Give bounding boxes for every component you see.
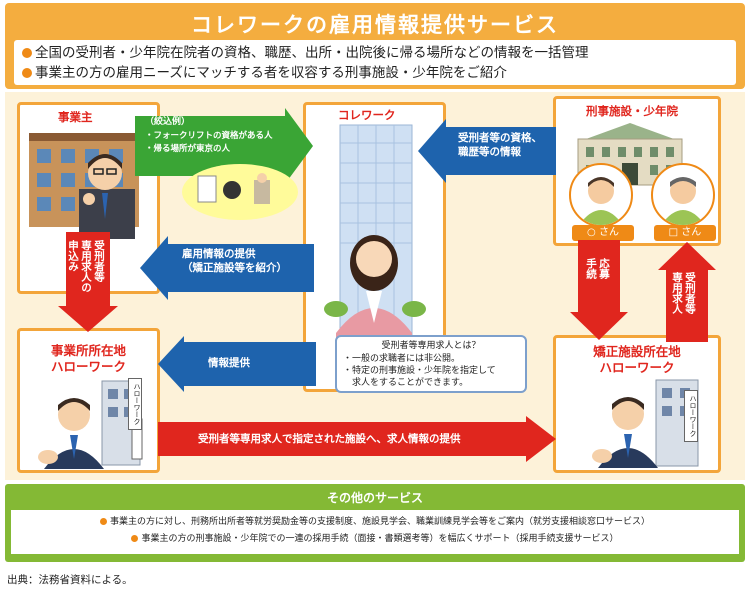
- apply-job-label: 受刑者等専用求人の申込み: [67, 240, 105, 293]
- page-title: コレワークの雇用情報提供サービス: [191, 13, 559, 37]
- employment-info-label: 雇用情報の提供 （矯正施設等を紹介）: [182, 248, 287, 274]
- other-service-item: 事業主の方に対し、刑務所出所者等就労奨励金等の支援制度、施設見学会、職業訓練見学…: [17, 514, 733, 531]
- employer-label: 事業主: [58, 110, 93, 124]
- job-info-provide-label: 受刑者等専用求人で指定された施設へ、求人情報の提供: [198, 433, 461, 445]
- search-criteria-arrow: [135, 108, 313, 184]
- inmate-person-icon: [579, 177, 623, 225]
- inmate-portrait-1: [569, 163, 633, 227]
- inmate-portrait-2: [651, 163, 715, 227]
- other-service-item: 事業主の方の刑事施設・少年院での一連の採用手続（面接・書類選考等）を幅広くサポー…: [17, 531, 733, 548]
- bullet-dot-icon: [22, 68, 32, 78]
- office-building-icon: [29, 133, 139, 239]
- info-box-item: 求人をすることができます。: [343, 378, 469, 388]
- inmate-info-arrow: [418, 119, 556, 183]
- example-title: （絞込例）: [145, 117, 191, 127]
- corrework-label: コレワーク: [338, 108, 396, 122]
- example-item: ・帰る場所が東京の人: [145, 144, 231, 154]
- other-services-title: その他のサービス: [326, 491, 423, 505]
- bullet-dot-icon: [99, 518, 107, 525]
- summary-bullet: 事業主の方の雇用ニーズにマッチする者を収容する刑事施設・少年院をご紹介: [22, 63, 728, 83]
- info-box-item: ・特定の刑事施設・少年院を指定して: [343, 366, 496, 376]
- hellowork-local-label: 事業所所在地 ハローワーク: [50, 343, 126, 374]
- dedicated-job-arrow: [658, 242, 716, 342]
- hellowork-facility-label: 矯正施設所在地 ハローワーク: [593, 344, 681, 375]
- info-box-item: ・一般の求職者には非公開。: [343, 354, 461, 364]
- hellowork-sign-facility: ハローワーク: [684, 390, 698, 442]
- info-box-title: 受刑者等専用求人とは？: [381, 341, 481, 351]
- other-services-list: 事業主の方に対し、刑務所出所者等就労奨励金等の支援制度、施設見学会、職業訓練見学…: [11, 510, 739, 554]
- facility-label: 刑事施設・少年院: [586, 104, 678, 118]
- info-provide-arrow: [158, 336, 316, 392]
- summary-bullet: 全国の受刑者・少年院在院者の資格、職歴、出所・出院後に帰る場所などの情報を一括管…: [22, 43, 728, 63]
- other-services-panel: その他のサービス 事業主の方に対し、刑務所出所者等就労奨励金等の支援制度、施設見…: [5, 484, 745, 562]
- employment-info-arrow: [140, 236, 314, 300]
- inmate-info-label: 受刑者等の資格、 職歴等の情報: [458, 132, 542, 158]
- source-note: 出典：法務省資料による。: [7, 574, 133, 586]
- person-tag-2: □ さん: [654, 225, 716, 241]
- summary-bullets: 全国の受刑者・少年院在院者の資格、職歴、出所・出院後に帰る場所などの情報を一括管…: [14, 40, 736, 85]
- consult-label: 応募手続: [585, 258, 610, 279]
- dedicated-job-label: 受刑者等専用求人: [671, 272, 696, 314]
- dedicated-job-info-box: 受刑者等専用求人とは？ ・一般の求職者には非公開。 ・特定の刑事施設・少年院を指…: [335, 335, 527, 393]
- apply-job-arrow: [58, 232, 118, 332]
- consult-arrow: [570, 240, 628, 340]
- header-panel: コレワークの雇用情報提供サービス 全国の受刑者・少年院在院者の資格、職歴、出所・…: [5, 3, 745, 89]
- bullet-dot-icon: [131, 535, 139, 542]
- bullet-dot-icon: [22, 48, 32, 58]
- job-info-provide-arrow: [158, 416, 556, 462]
- info-provide-label: 情報提供: [208, 357, 250, 369]
- inmate-person-icon: [661, 177, 705, 225]
- person-tag-1: ○ さん: [572, 225, 634, 241]
- hellowork-sign-local: ハローワーク: [128, 378, 142, 430]
- document-illustration: [182, 164, 298, 220]
- example-item: ・フォークリフトの資格がある人: [145, 131, 273, 141]
- hellowork-local-box: 事業所所在地 ハローワーク: [17, 328, 160, 473]
